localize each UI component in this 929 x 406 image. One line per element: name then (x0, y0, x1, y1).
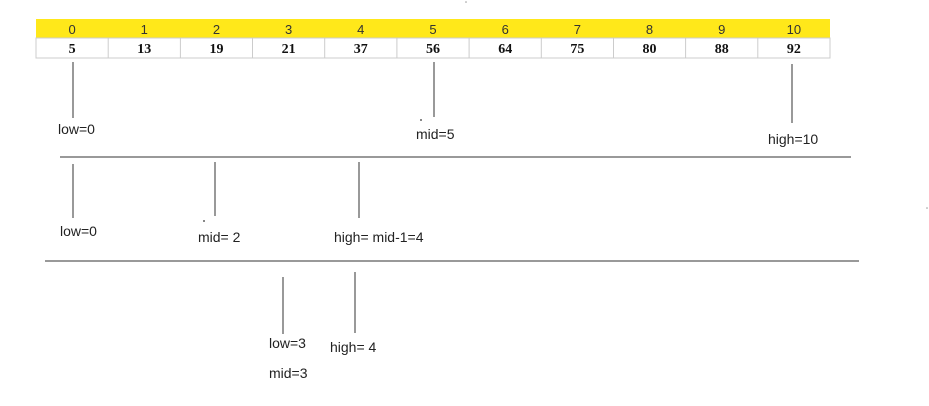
step-3: low=3 mid=3 high= 4 (269, 272, 377, 381)
index-cell: 8 (646, 22, 653, 37)
index-labels: 0 1 2 3 4 5 6 7 8 9 10 (68, 22, 801, 37)
mid-label: mid= 2 (198, 229, 241, 245)
value-cell: 37 (354, 42, 368, 57)
index-cell: 10 (787, 22, 801, 37)
index-cell: 7 (574, 22, 581, 37)
low-label: low=0 (58, 121, 95, 137)
value-cell: 19 (210, 42, 224, 57)
value-cell: 21 (282, 42, 296, 57)
index-cell: 3 (285, 22, 292, 37)
mid-label: mid=5 (416, 126, 455, 142)
value-cell: 13 (137, 42, 151, 57)
index-cell: 6 (502, 22, 509, 37)
value-cell: 88 (715, 42, 729, 57)
value-cell: 56 (426, 42, 440, 57)
index-header-band (36, 19, 830, 38)
value-cell: 80 (643, 42, 657, 57)
value-cell: 75 (570, 42, 584, 57)
mid-label: mid=3 (269, 365, 308, 381)
low-label: low=0 (60, 223, 97, 239)
mid-marker-dot (420, 119, 422, 121)
value-labels: 5 13 19 21 37 56 64 75 80 88 92 (69, 42, 801, 57)
value-cell: 5 (69, 42, 76, 57)
edge-dot-right (926, 207, 928, 209)
high-label: high= mid-1=4 (334, 229, 424, 245)
index-cell: 2 (213, 22, 220, 37)
index-cell: 5 (429, 22, 436, 37)
value-cell: 64 (498, 42, 512, 57)
cell-dividers (107, 38, 759, 58)
value-cell: 92 (787, 42, 801, 57)
index-cell: 1 (141, 22, 148, 37)
index-cell: 4 (357, 22, 364, 37)
mid-marker-dot (203, 220, 205, 222)
high-label: high=10 (768, 131, 818, 147)
index-cell: 0 (68, 22, 75, 37)
edge-dot-top (465, 1, 467, 3)
step-2: low=0 mid= 2 high= mid-1=4 (45, 162, 859, 262)
step-1: low=0 mid=5 high=10 (58, 62, 851, 158)
high-label: high= 4 (330, 339, 377, 355)
value-row-background (35, 37, 831, 59)
low-label: low=3 (269, 335, 306, 351)
index-cell: 9 (718, 22, 725, 37)
